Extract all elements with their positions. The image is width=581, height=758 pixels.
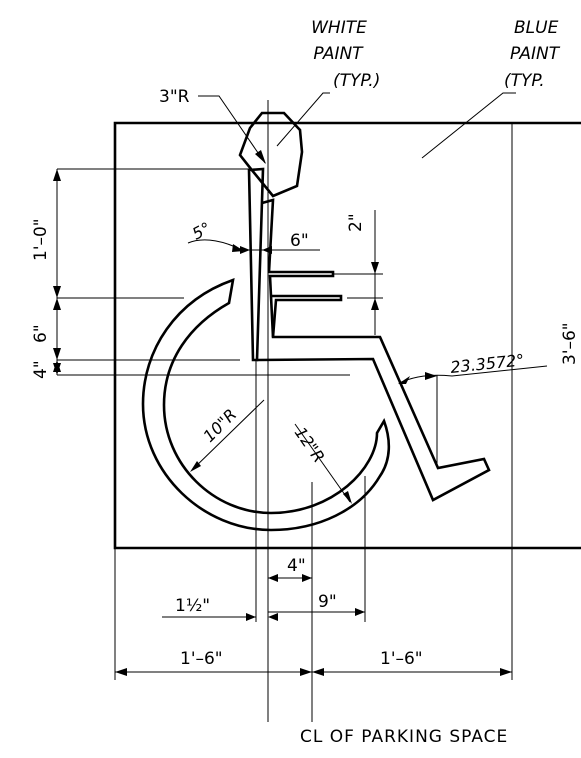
centerline-label: CL OF PARKING SPACE (300, 727, 508, 747)
blue-paint-line-1: BLUE (514, 18, 559, 38)
white-paint-line-2: PAINT (313, 44, 364, 64)
dim-4-bottom-label: 4" (287, 556, 306, 576)
white-paint-line-1: WHITE (311, 18, 367, 38)
outer-radius-label: 12"R (291, 423, 329, 466)
dim-1-6-group (115, 668, 512, 676)
seat-bar (270, 294, 343, 338)
torso-outline (256, 198, 491, 502)
left-dimension-group (53, 168, 350, 376)
dim-1-6-left-label: 1'–6" (180, 649, 223, 669)
dim-1-0-label: 1'–0" (31, 218, 51, 261)
dim-1-half-group (162, 613, 278, 621)
inner-radius-leader (191, 399, 265, 471)
outer-radius-leader (294, 423, 351, 503)
blue-paint-border (113, 121, 581, 550)
seat-dimension-group (333, 210, 383, 335)
neck-width-label: 6" (290, 231, 309, 251)
blue-paint-leader (421, 92, 516, 159)
dim-6-label: 6" (31, 324, 51, 343)
wheel-outline (141, 278, 391, 532)
blue-paint-line-2: PAINT (510, 44, 561, 64)
leg-angle-dimension (398, 365, 548, 465)
dim-3-6-label: 3'–6" (560, 322, 580, 365)
inner-radius-label: 10"R (199, 405, 240, 446)
neck-dimension-group (240, 246, 320, 254)
head-radius-leader (198, 95, 266, 164)
seat-offset-label: 2" (346, 213, 366, 232)
dim-4-left-label: 4" (31, 360, 51, 379)
white-paint-leader (276, 92, 330, 147)
body-outline (247, 167, 265, 362)
dim-9-label: 9" (318, 592, 337, 612)
white-paint-line-3: (TYP.) (333, 71, 380, 91)
head-icon (238, 111, 304, 198)
wheelchair-figure (141, 111, 491, 532)
head-radius-label: 3"R (159, 87, 190, 107)
dim-9-group (268, 608, 365, 616)
dim-4-bottom-group (268, 574, 312, 582)
dim-1-6-right-label: 1'–6" (380, 649, 423, 669)
blue-paint-line-3: (TYP. (504, 71, 545, 91)
leg-angle-label: 23.3572° (449, 350, 525, 377)
dim-1-half-label: 1½" (175, 596, 210, 616)
